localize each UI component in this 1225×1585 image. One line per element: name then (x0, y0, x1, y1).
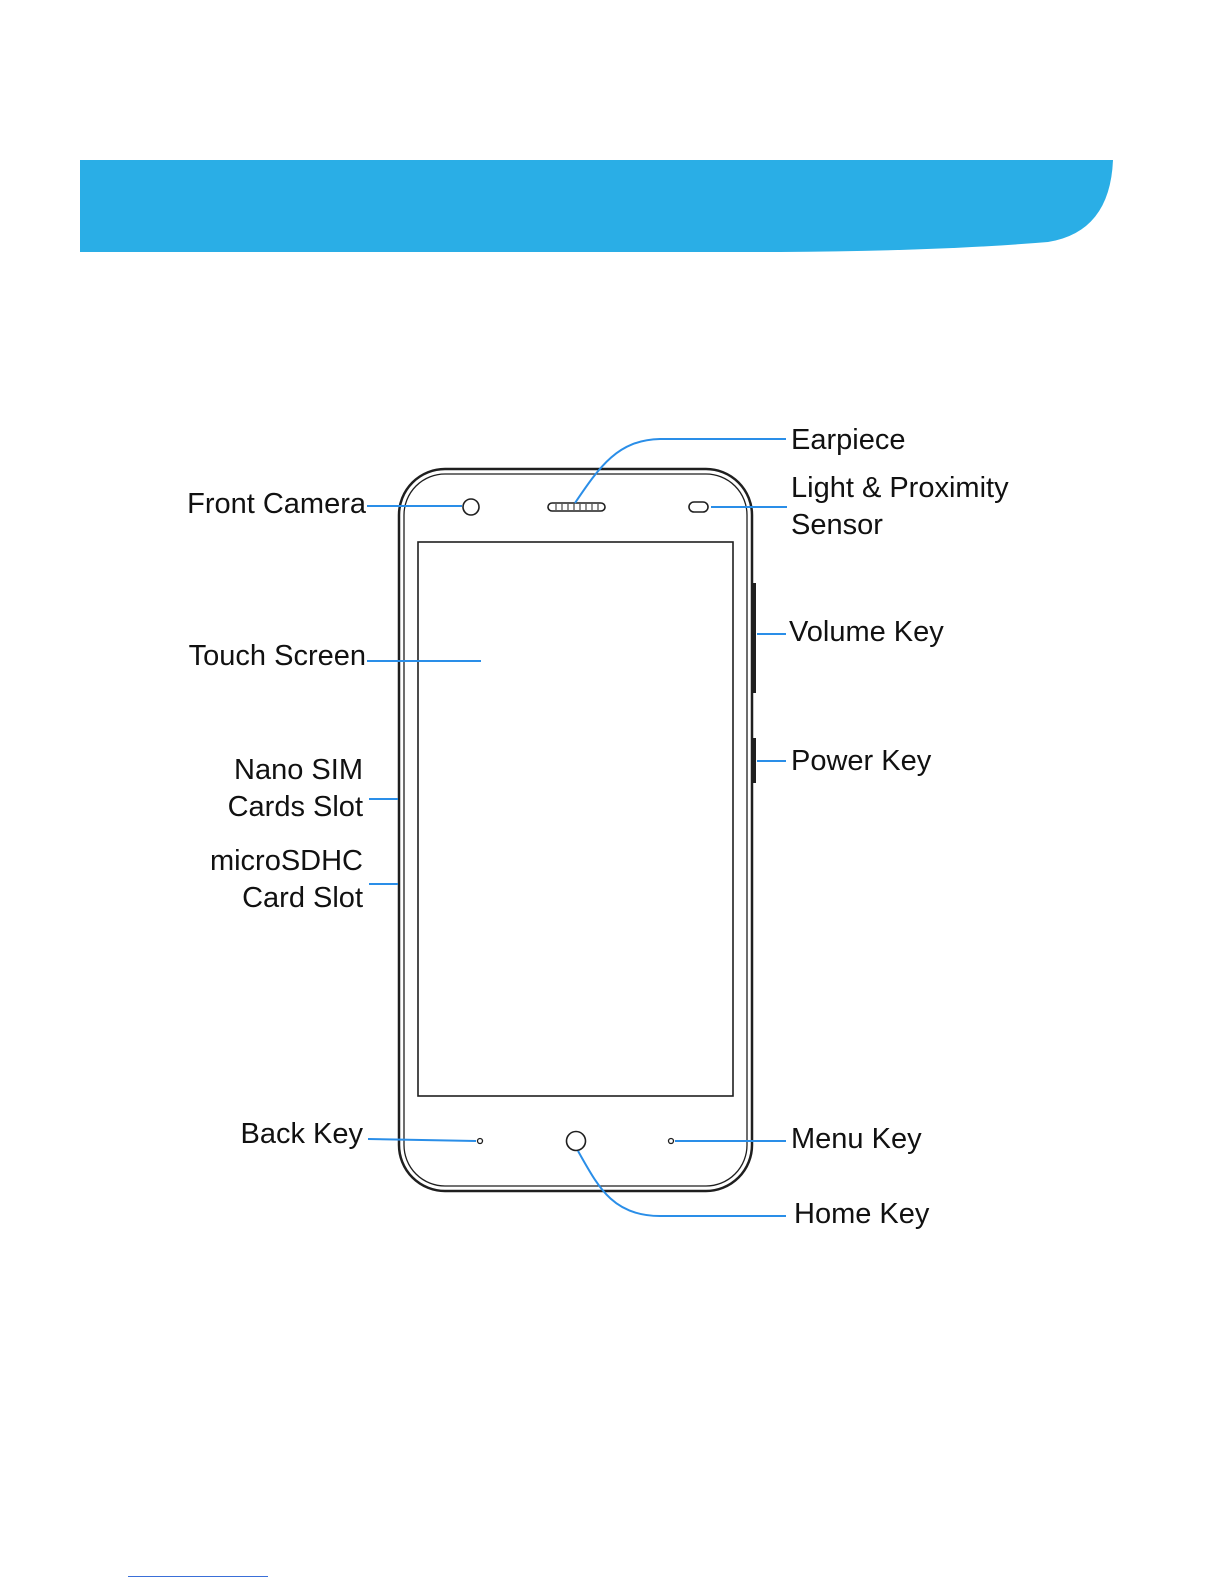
label-earpiece-text: Earpiece (791, 422, 905, 459)
label-microsdhc-line2: Card Slot (210, 880, 363, 917)
label-power-key: Power Key (791, 743, 931, 780)
light-proximity-sensor-icon (689, 502, 708, 512)
label-volume-key: Volume Key (789, 614, 944, 651)
label-touch-screen-text: Touch Screen (189, 638, 366, 675)
label-menu-key-text: Menu Key (791, 1121, 922, 1158)
earpiece-icon (548, 503, 605, 511)
home-key-icon (567, 1132, 586, 1151)
label-nano-sim-line2: Cards Slot (228, 789, 363, 826)
footer-rule (128, 1576, 268, 1577)
label-home-key-text: Home Key (794, 1196, 929, 1233)
label-touch-screen: Touch Screen (189, 638, 366, 675)
menu-key-icon (669, 1139, 674, 1144)
label-volume-key-text: Volume Key (789, 614, 944, 651)
callout-back-key (368, 1139, 476, 1141)
label-light-sensor-line1: Light & Proximity (791, 470, 1009, 507)
label-back-key: Back Key (241, 1116, 364, 1153)
label-earpiece: Earpiece (791, 422, 905, 459)
phone-inner-frame (404, 474, 747, 1186)
label-nano-sim-line1: Nano SIM (228, 752, 363, 789)
label-power-key-text: Power Key (791, 743, 931, 780)
label-nano-sim-slot: Nano SIM Cards Slot (228, 752, 363, 826)
label-menu-key: Menu Key (791, 1121, 922, 1158)
power-key-shape (752, 738, 756, 783)
phone-outer-frame (399, 469, 752, 1191)
label-back-key-text: Back Key (241, 1116, 364, 1153)
callout-home-key (578, 1151, 786, 1216)
label-home-key: Home Key (794, 1196, 929, 1233)
label-light-sensor-line2: Sensor (791, 507, 1009, 544)
back-key-icon (478, 1139, 483, 1144)
label-light-proximity-sensor: Light & Proximity Sensor (791, 470, 1009, 544)
callout-lines (367, 439, 787, 1216)
label-microsdhc-line1: microSDHC (210, 843, 363, 880)
front-camera-icon (463, 499, 479, 515)
label-front-camera-text: Front Camera (187, 486, 366, 523)
volume-key-shape (752, 583, 756, 693)
callout-earpiece (575, 439, 786, 503)
label-microsdhc-slot: microSDHC Card Slot (210, 843, 363, 917)
phone-body (399, 469, 756, 1191)
earpiece-grille-dots (556, 504, 598, 510)
touch-screen-area (418, 542, 733, 1096)
label-front-camera: Front Camera (187, 486, 366, 523)
